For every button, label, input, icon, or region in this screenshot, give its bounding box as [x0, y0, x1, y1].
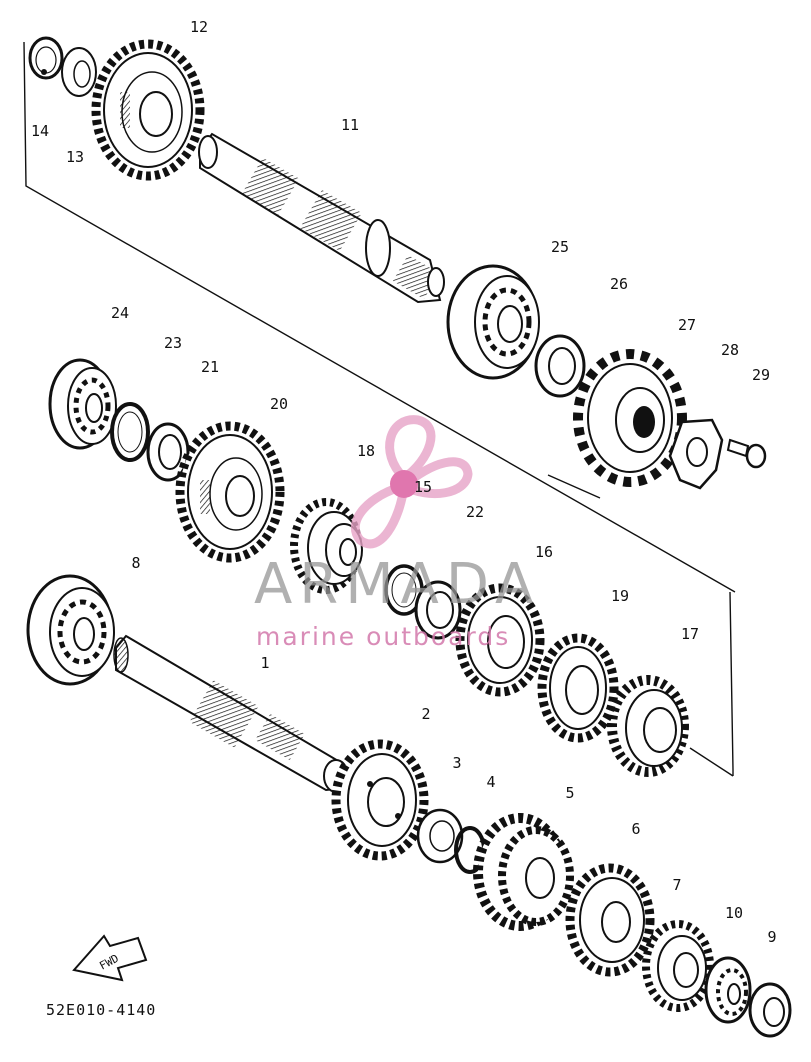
callout-22: 22 — [465, 503, 485, 521]
callout-7: 7 — [672, 876, 682, 894]
callout-15: 15 — [413, 478, 433, 496]
callout-6: 6 — [631, 820, 641, 838]
callout-5: 5 — [565, 784, 575, 802]
part-21-washer — [146, 422, 190, 482]
part-27-drive-sprocket — [573, 349, 687, 487]
callout-18: 18 — [356, 442, 376, 460]
part-17-gear — [607, 675, 689, 777]
callout-1: 1 — [260, 654, 270, 672]
part-8-bearing — [26, 574, 115, 686]
assembly-bracket-lines — [23, 41, 736, 777]
fwd-arrow-icon: FWD — [72, 934, 148, 982]
part-2-gear — [331, 739, 429, 861]
part-3-washer — [416, 808, 464, 864]
callout-17: 17 — [680, 625, 700, 643]
part-16-gear — [455, 583, 545, 697]
callout-2: 2 — [421, 705, 431, 723]
part-26-oil-seal — [534, 334, 586, 398]
callout-26: 26 — [609, 275, 629, 293]
callout-23: 23 — [163, 334, 183, 352]
watermark-tagline: marine outboards — [256, 622, 511, 651]
part-1-drive-axle — [113, 634, 349, 793]
part-23-circlip — [110, 402, 150, 462]
callout-13: 13 — [65, 148, 85, 166]
callout-19: 19 — [610, 587, 630, 605]
part-13-washer — [61, 47, 97, 97]
callout-10: 10 — [724, 904, 744, 922]
part-20-gear — [175, 421, 285, 563]
callout-29: 29 — [751, 366, 771, 384]
part-12-gear — [91, 39, 205, 181]
callout-28: 28 — [720, 341, 740, 359]
callout-27: 27 — [677, 316, 697, 334]
callout-20: 20 — [269, 395, 289, 413]
callout-3: 3 — [452, 754, 462, 772]
watermark-propeller-icon — [350, 415, 473, 549]
part-14-circlip — [28, 36, 64, 80]
part-5-gear — [473, 813, 574, 931]
watermark-brand: ARMADA — [254, 552, 541, 617]
part-25-bearing — [446, 264, 540, 380]
part-9-oil-seal — [748, 982, 792, 1038]
callout-11: 11 — [340, 116, 360, 134]
callout-21: 21 — [200, 358, 220, 376]
callout-16: 16 — [534, 543, 554, 561]
part-22-washer — [414, 580, 462, 640]
part-29-bolt — [726, 438, 767, 469]
diagram-reference-code: 52E010-4140 — [46, 1001, 157, 1019]
callout-8: 8 — [131, 554, 141, 572]
callout-14: 14 — [30, 122, 50, 140]
part-28-lock-washer — [668, 418, 724, 490]
part-18-gear — [290, 498, 363, 594]
callout-4: 4 — [486, 773, 496, 791]
part-6-gear — [565, 863, 655, 977]
part-24-bearing — [48, 358, 117, 450]
callout-24: 24 — [110, 304, 130, 322]
callout-12: 12 — [189, 18, 209, 36]
part-7-gear — [642, 920, 714, 1012]
part-19-gear — [537, 633, 619, 743]
part-11-main-axle — [198, 132, 445, 304]
callout-25: 25 — [550, 238, 570, 256]
callout-9: 9 — [767, 928, 777, 946]
part-10-bearing — [704, 956, 752, 1024]
